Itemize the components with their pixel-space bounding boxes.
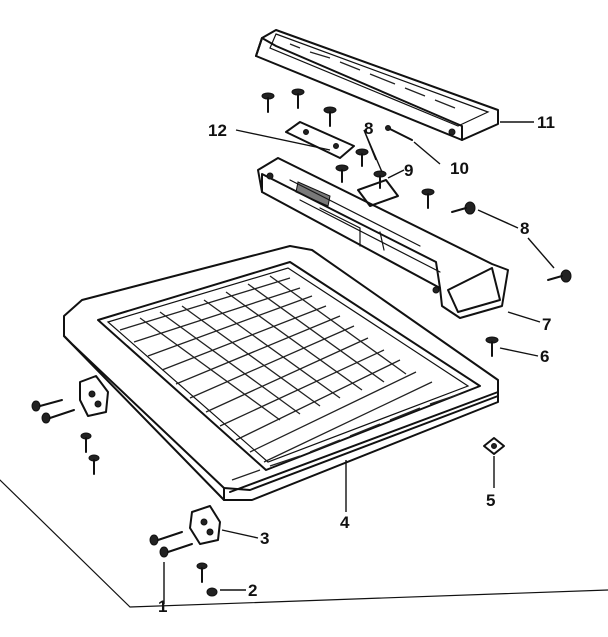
hinge-part-3: [189, 505, 221, 545]
screw: [373, 170, 387, 189]
callout-8-right: 8: [520, 219, 529, 238]
screws: [261, 88, 572, 357]
hinge-screws: [31, 399, 218, 597]
bracket-plate-part-12: [285, 121, 355, 159]
screw: [159, 543, 193, 558]
callouts: 11 12 8 10 9 8 7 6 5 4 3 2 1: [158, 113, 555, 616]
screw: [355, 148, 369, 167]
callout-1: 1: [158, 597, 167, 616]
callout-9: 9: [404, 161, 413, 180]
screw: [196, 562, 208, 583]
callout-7: 7: [542, 315, 551, 334]
cabinet-edge-line: [0, 479, 608, 608]
screw: [323, 106, 337, 127]
callout-5: 5: [486, 491, 495, 510]
callout-10: 10: [450, 159, 469, 178]
pin-part-10: [385, 125, 413, 141]
screw: [149, 531, 183, 546]
screw: [451, 201, 476, 215]
console-frame-part-7: [257, 157, 509, 319]
screw: [88, 454, 100, 475]
screw: [485, 336, 499, 357]
leader-lines: [163, 121, 555, 604]
screw: [41, 409, 75, 424]
glass-panel-part-4: [63, 245, 499, 501]
screw: [291, 88, 305, 109]
nut-part-5: [483, 437, 505, 455]
hinge-left: [79, 375, 109, 417]
callout-8-top: 8: [364, 119, 373, 138]
callout-12: 12: [208, 121, 227, 140]
clip-part-9: [357, 179, 399, 207]
callout-3: 3: [260, 529, 269, 548]
callout-11: 11: [537, 113, 555, 132]
screw: [335, 164, 349, 183]
screw: [31, 399, 63, 412]
screw: [261, 92, 275, 113]
callout-6: 6: [540, 347, 549, 366]
callout-2: 2: [248, 581, 257, 600]
screw: [206, 587, 218, 597]
callout-4: 4: [340, 513, 350, 532]
screw: [80, 432, 92, 453]
screw: [421, 188, 435, 209]
screw: [547, 269, 572, 283]
control-panel-part-11: [255, 29, 499, 141]
